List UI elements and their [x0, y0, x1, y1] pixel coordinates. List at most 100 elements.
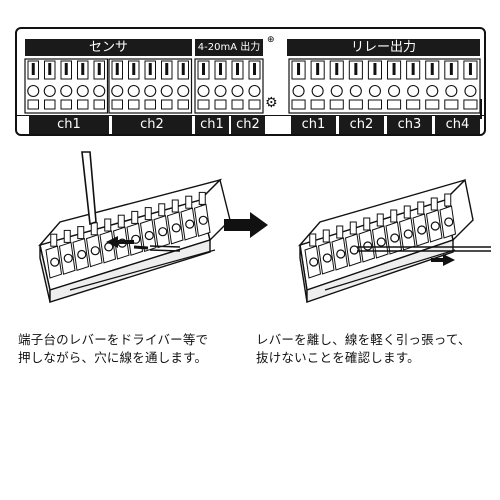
terminal-lever	[376, 213, 384, 227]
panel-edge-mark	[480, 99, 482, 119]
terminal-wire-hole	[158, 227, 168, 237]
channel-label-relay-ch4: ch4	[435, 115, 480, 134]
terminal-wire-hole	[292, 84, 305, 98]
terminal-wire-hole	[330, 84, 343, 98]
terminal-slot	[236, 63, 239, 75]
terminal-wire-hole	[198, 215, 208, 225]
terminal-slot	[430, 63, 434, 75]
terminal-slot	[115, 63, 119, 75]
terminal-slot	[335, 63, 339, 75]
terminal-lever	[336, 225, 344, 239]
group-header-sensor: センサ	[25, 39, 192, 56]
terminal-wire-hole	[60, 84, 73, 98]
terminal-wire-hole	[177, 84, 190, 98]
terminal-release-square	[197, 99, 210, 110]
terminal-wire-hole	[76, 84, 89, 98]
terminal-slot	[202, 63, 205, 75]
terminal-slot	[81, 63, 85, 75]
step1-caption: 端子台のレバーをドライバー等で 押しながら、穴に線を通します。	[18, 331, 248, 367]
channel-label-relay-ch3: ch3	[387, 115, 432, 134]
terminal-lever	[171, 199, 179, 213]
terminal-wire-hole	[322, 253, 332, 263]
terminal-wire-hole	[349, 245, 359, 255]
terminal-wire-hole	[160, 84, 173, 98]
step2-caption: レバーを離し、線を軽く引っ張って、 抜けないことを確認します。	[256, 331, 496, 367]
terminal-lever	[77, 226, 85, 240]
terminal-wire-hole	[445, 84, 458, 98]
step2-caption-line1: レバーを離し、線を軽く引っ張って、	[256, 332, 471, 347]
terminal-block-outline	[24, 58, 109, 114]
channel-label-analog-ch1: ch1	[195, 115, 229, 134]
terminal-slot	[165, 63, 169, 75]
terminal-lever	[117, 214, 125, 228]
terminal-wire-hole	[464, 84, 477, 98]
terminal-wire-hole	[430, 221, 440, 231]
terminal-lever	[444, 193, 452, 207]
terminal-release-square	[367, 99, 382, 110]
terminal-wire-hole	[63, 253, 73, 263]
terminal-wire-hole	[111, 84, 124, 98]
terminal-slot	[219, 63, 222, 75]
terminal-block-outline	[288, 58, 481, 114]
step2-illustration	[297, 178, 491, 303]
channel-label-relay-ch2: ch2	[339, 115, 384, 134]
group-header-relay-output: リレー出力	[287, 39, 480, 56]
terminal-release-square	[310, 99, 325, 110]
terminal-lever	[349, 221, 357, 235]
channel-label-sensor-ch2: ch2	[112, 115, 192, 134]
terminal-release-square	[161, 99, 173, 110]
terminal-wire-hole	[43, 84, 56, 98]
terminal-lever	[104, 218, 112, 232]
next-step-arrow	[224, 212, 268, 238]
terminal-wire-hole	[144, 230, 154, 241]
terminal-release-square	[425, 99, 440, 110]
terminal-slot	[64, 63, 68, 75]
step1-caption-line2: 押しながら、穴に線を通します。	[18, 350, 208, 365]
terminal-release-square	[406, 99, 421, 110]
terminal-lever	[63, 229, 71, 243]
terminal-slot	[181, 63, 185, 75]
terminal-wire-hole	[127, 84, 140, 98]
step1-illustration	[37, 151, 231, 303]
terminal-release-square	[248, 99, 261, 110]
terminal-wire-hole	[376, 237, 386, 247]
terminal-wire-hole	[214, 84, 227, 98]
terminal-wire-hole	[231, 84, 244, 98]
terminal-wire-hole	[171, 223, 181, 233]
terminal-lever	[144, 207, 152, 221]
terminal-lever	[198, 191, 206, 205]
terminal-slot	[354, 63, 358, 75]
channel-label-relay-ch1: ch1	[291, 115, 336, 134]
terminal-slot	[31, 63, 35, 75]
terminal-slot	[316, 63, 320, 75]
terminal-wire-hole	[90, 246, 100, 256]
terminal-slot	[148, 63, 152, 75]
terminal-release-square	[93, 99, 105, 110]
terminal-block-outline	[108, 58, 193, 114]
terminal-slot	[297, 63, 301, 75]
terminal-wire-hole	[444, 217, 454, 227]
step1-caption-line1: 端子台のレバーをドライバー等で	[18, 332, 209, 347]
terminal-release-square	[214, 99, 227, 110]
channel-label-sensor-ch1: ch1	[29, 115, 109, 134]
terminal-release-square	[27, 99, 39, 110]
terminal-lever	[430, 197, 438, 211]
terminal-wire-hole	[93, 84, 106, 98]
terminal-slot	[48, 63, 52, 75]
terminal-wire-hole	[144, 84, 157, 98]
ground-screw-icon: ⚙	[265, 95, 278, 111]
terminal-wire-hole	[311, 84, 324, 98]
terminal-wire-hole	[368, 84, 382, 98]
terminal-slot	[449, 63, 453, 75]
terminal-wire-hole	[417, 225, 427, 235]
terminal-lever	[403, 205, 411, 219]
terminal-block-outline	[194, 58, 264, 114]
terminal-wire-hole	[185, 219, 195, 229]
terminal-release-square	[144, 99, 156, 110]
terminal-lever	[131, 210, 139, 224]
terminal-slot	[132, 63, 136, 75]
terminal-lever	[363, 217, 371, 231]
terminal-wire-hole	[403, 229, 413, 239]
terminal-lever	[185, 195, 193, 209]
terminal-release-square	[444, 99, 459, 110]
